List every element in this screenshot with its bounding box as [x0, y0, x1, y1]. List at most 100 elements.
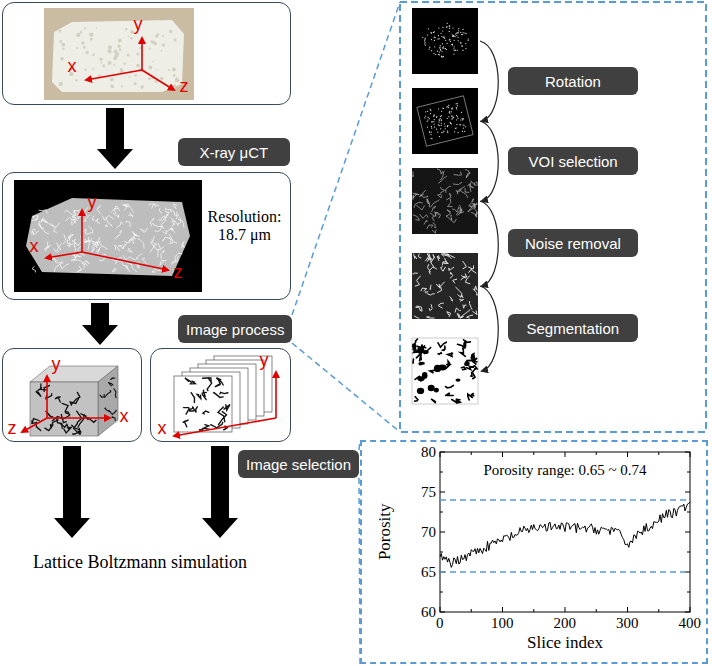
- speckle: [468, 40, 469, 41]
- texture-stroke: [224, 404, 230, 410]
- speckle: [463, 118, 464, 119]
- texture-stroke: [168, 234, 172, 241]
- axis-label: x: [120, 406, 129, 427]
- speckle: [445, 40, 446, 41]
- foam-pore: [153, 41, 157, 45]
- speckle: [447, 130, 448, 131]
- texture-stroke: [150, 242, 156, 251]
- pore-blob: [434, 365, 441, 372]
- foam-pore: [148, 65, 152, 69]
- texture-stroke: [420, 215, 428, 219]
- foam-pore: [60, 56, 64, 60]
- texture-stroke: [446, 210, 450, 216]
- foam-pore: [95, 27, 97, 29]
- texture-stroke: [111, 208, 119, 212]
- foam-pore: [85, 50, 89, 54]
- foam-pore: [59, 40, 62, 43]
- speckle: [440, 46, 441, 47]
- texture-stroke: [122, 204, 127, 206]
- speckle: [451, 107, 452, 108]
- tick-label: 100: [491, 615, 514, 632]
- speckle: [457, 37, 458, 38]
- tick: [658, 609, 659, 612]
- texture-stroke: [202, 411, 208, 414]
- texture-stroke: [95, 218, 99, 223]
- speckle: [462, 29, 463, 30]
- tick: [565, 607, 566, 612]
- texture-stroke: [63, 234, 66, 243]
- axis-line: [22, 418, 47, 432]
- foam-pore: [82, 45, 85, 48]
- texture-stroke: [183, 420, 188, 427]
- range-line: [440, 499, 690, 500]
- speckle: [438, 28, 439, 29]
- step-text: Rotation: [545, 73, 601, 90]
- axis-title: Porosity: [374, 503, 394, 560]
- pore-blob: [456, 378, 461, 381]
- texture-stroke: [438, 303, 443, 308]
- texture-stroke: [424, 221, 427, 225]
- texture-stroke: [437, 282, 444, 293]
- texture-stroke: [62, 403, 69, 412]
- speckle: [443, 130, 444, 131]
- speckle: [460, 119, 461, 120]
- speckle: [438, 54, 439, 55]
- porosity-chart-panel: Porosity range: 0.65 ~ 0.74PorositySlice…: [360, 440, 708, 664]
- speckle: [456, 35, 457, 36]
- texture-stroke: [203, 390, 205, 397]
- texture-stroke: [53, 223, 59, 232]
- flow-arrow: [54, 446, 90, 538]
- texture-stroke: [72, 219, 76, 224]
- speckle: [460, 43, 461, 44]
- speckle: [429, 132, 430, 133]
- texture-stroke: [469, 301, 472, 309]
- texture-stroke: [160, 250, 163, 259]
- foam-pore: [113, 49, 117, 53]
- speckle: [437, 51, 438, 52]
- texture-stroke: [454, 172, 461, 175]
- axis-line: [46, 252, 82, 258]
- speckle: [427, 117, 428, 118]
- foam-pore: [160, 76, 162, 78]
- texture-stroke: [463, 305, 466, 308]
- texture-stroke: [427, 317, 435, 318]
- foam-pore: [62, 47, 64, 49]
- texture-stroke: [116, 221, 123, 227]
- texture-stroke: [166, 227, 174, 232]
- speckle: [453, 54, 454, 55]
- foam-pore: [149, 47, 151, 49]
- speckle: [429, 131, 430, 132]
- image-ground: [412, 338, 478, 404]
- foam-pore: [173, 38, 176, 41]
- texture-stroke: [78, 414, 84, 427]
- pore-blob: [428, 385, 435, 391]
- texture-stroke: [456, 287, 462, 297]
- cube-model-box: zyx: [2, 348, 142, 442]
- texture-stroke: [458, 295, 463, 298]
- foam-pore: [136, 63, 140, 67]
- speckle: [439, 125, 440, 126]
- texture-stroke: [431, 200, 440, 207]
- texture-stroke: [128, 212, 132, 216]
- speckle: [454, 50, 455, 51]
- tick: [565, 452, 566, 457]
- axis-line: [142, 70, 174, 90]
- speckle: [446, 49, 447, 50]
- tick-label: 200: [554, 615, 577, 632]
- speckle: [441, 56, 442, 57]
- texture-stroke: [175, 211, 178, 218]
- pore-blob: [417, 388, 424, 394]
- speckle: [455, 127, 456, 128]
- texture-stroke: [100, 394, 104, 397]
- step-label: Segmentation: [508, 314, 638, 342]
- texture-stroke: [453, 279, 457, 283]
- axis-line: [82, 252, 168, 270]
- speckle: [451, 118, 452, 119]
- speckle: [455, 103, 456, 104]
- axis-label: z: [180, 76, 189, 97]
- zoom-leader: [292, 2, 400, 432]
- texture-stroke: [112, 268, 116, 272]
- speckle: [429, 49, 430, 50]
- texture-stroke: [119, 230, 121, 234]
- texture-stroke: [415, 397, 418, 401]
